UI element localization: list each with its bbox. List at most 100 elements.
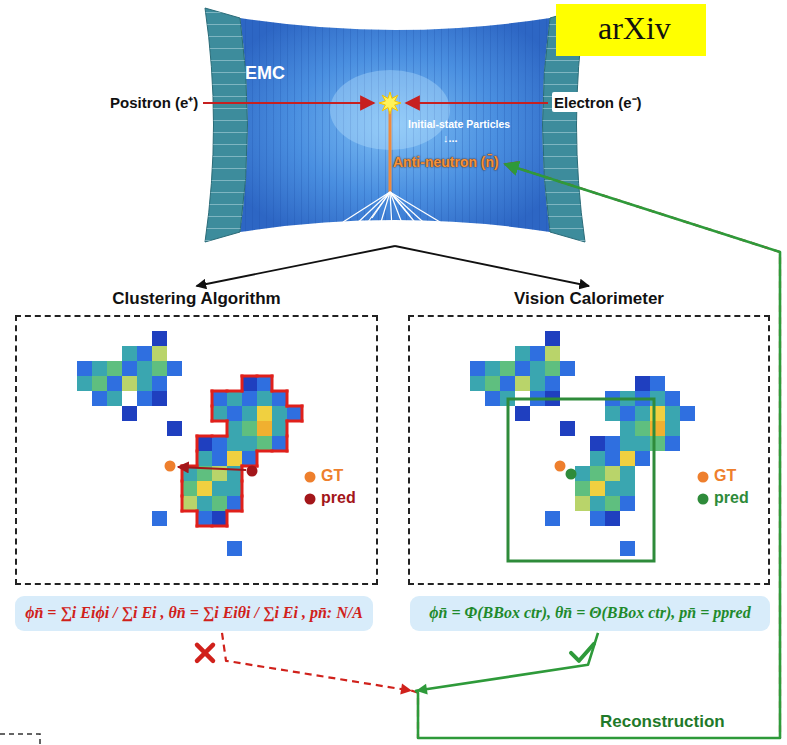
energy-cell <box>227 466 242 481</box>
dashed-frame: GTpred <box>408 315 770 585</box>
energy-cell <box>152 361 167 376</box>
energy-cell <box>635 451 650 466</box>
heat-map <box>17 317 377 583</box>
energy-cell <box>107 391 122 406</box>
energy-cell <box>545 331 560 346</box>
energy-cell <box>560 421 575 436</box>
energy-cell <box>92 391 107 406</box>
cluster-outline <box>181 496 184 511</box>
energy-cell <box>545 361 560 376</box>
cluster-outline <box>241 376 244 391</box>
shower-line <box>390 192 418 226</box>
energy-cell <box>242 406 257 421</box>
energy-cell <box>605 511 620 526</box>
energy-cell <box>272 391 287 406</box>
energy-cell <box>212 451 227 466</box>
energy-cell <box>500 376 515 391</box>
junction-arrowhead <box>400 684 412 695</box>
legend-text: pred <box>714 489 749 507</box>
heat-map <box>410 317 770 583</box>
energy-cell <box>575 496 590 511</box>
shower-line <box>343 192 390 222</box>
energy-cell <box>485 361 500 376</box>
check-mark <box>571 644 594 661</box>
energy-cell <box>107 361 122 376</box>
energy-cell <box>197 451 212 466</box>
connector <box>395 246 589 286</box>
beam-label: Electron (e⁻) <box>552 92 644 112</box>
energy-cell <box>620 421 635 436</box>
energy-cell <box>227 406 242 421</box>
detector-label: ↓... <box>443 132 458 144</box>
energy-cell <box>122 406 137 421</box>
pred-point <box>566 469 577 480</box>
energy-cell <box>635 376 650 391</box>
legend-swatch <box>303 492 317 506</box>
energy-cell <box>590 451 605 466</box>
energy-cell <box>182 481 197 496</box>
energy-cell <box>485 391 500 406</box>
cluster-outline <box>227 510 242 513</box>
energy-cell <box>635 406 650 421</box>
energy-cell <box>272 436 287 451</box>
energy-cell <box>197 496 212 511</box>
energy-cell <box>122 361 137 376</box>
energy-cell <box>620 451 635 466</box>
energy-cell <box>242 391 257 406</box>
cluster-outline <box>211 406 214 421</box>
formula-text: ϕn̄ = Φ(BBox ctr), θn̄ = Θ(BBox ctr), pn… <box>418 603 762 624</box>
cluster-outline <box>181 466 184 481</box>
badge-text: arXiv <box>598 10 671 47</box>
energy-cell <box>137 376 152 391</box>
detector-node: EMCInitial-state Particles↓...Anti-neutr… <box>205 8 585 244</box>
energy-cell <box>515 376 530 391</box>
cluster-outline <box>242 375 257 378</box>
energy-cell <box>605 436 620 451</box>
beam-line <box>406 102 548 104</box>
energy-cell <box>227 541 242 556</box>
energy-cell <box>272 421 287 436</box>
energy-cell <box>620 406 635 421</box>
energy-cell <box>680 406 695 421</box>
legend-swatch <box>696 470 710 484</box>
energy-cell <box>227 421 242 436</box>
energy-cell <box>590 481 605 496</box>
energy-cell <box>590 496 605 511</box>
energy-cell <box>620 466 635 481</box>
energy-cell <box>152 511 167 526</box>
cluster-outline <box>286 421 289 436</box>
beam-label: Positron (e⁺) <box>108 92 200 112</box>
pred-point <box>247 466 258 477</box>
cluster-outline <box>212 420 227 423</box>
energy-cell <box>212 481 227 496</box>
energy-cell <box>242 376 257 391</box>
energy-cell <box>515 346 530 361</box>
energy-cell <box>635 436 650 451</box>
energy-cell <box>137 361 152 376</box>
energy-cell <box>590 511 605 526</box>
energy-cell <box>620 496 635 511</box>
detector-label: Anti-neutron (n̄) <box>393 154 499 170</box>
cluster-outline <box>287 405 302 408</box>
energy-cell <box>665 436 680 451</box>
energy-cell <box>530 376 545 391</box>
energy-cell <box>650 376 665 391</box>
energy-cell <box>665 421 680 436</box>
energy-cell <box>545 346 560 361</box>
energy-cell <box>545 376 560 391</box>
energy-cell <box>605 451 620 466</box>
method-panel: Clustering AlgorithmGTpred <box>15 289 378 586</box>
shower-line <box>372 192 390 218</box>
energy-cell <box>227 391 242 406</box>
energy-cell <box>92 376 107 391</box>
energy-cell <box>470 376 485 391</box>
connector <box>197 246 396 286</box>
energy-cell <box>620 541 635 556</box>
energy-cell <box>152 376 167 391</box>
cluster-outline <box>211 391 214 406</box>
energy-cell <box>242 451 257 466</box>
cross-mark <box>197 645 213 661</box>
cluster-outline <box>212 525 227 528</box>
energy-cell <box>515 361 530 376</box>
